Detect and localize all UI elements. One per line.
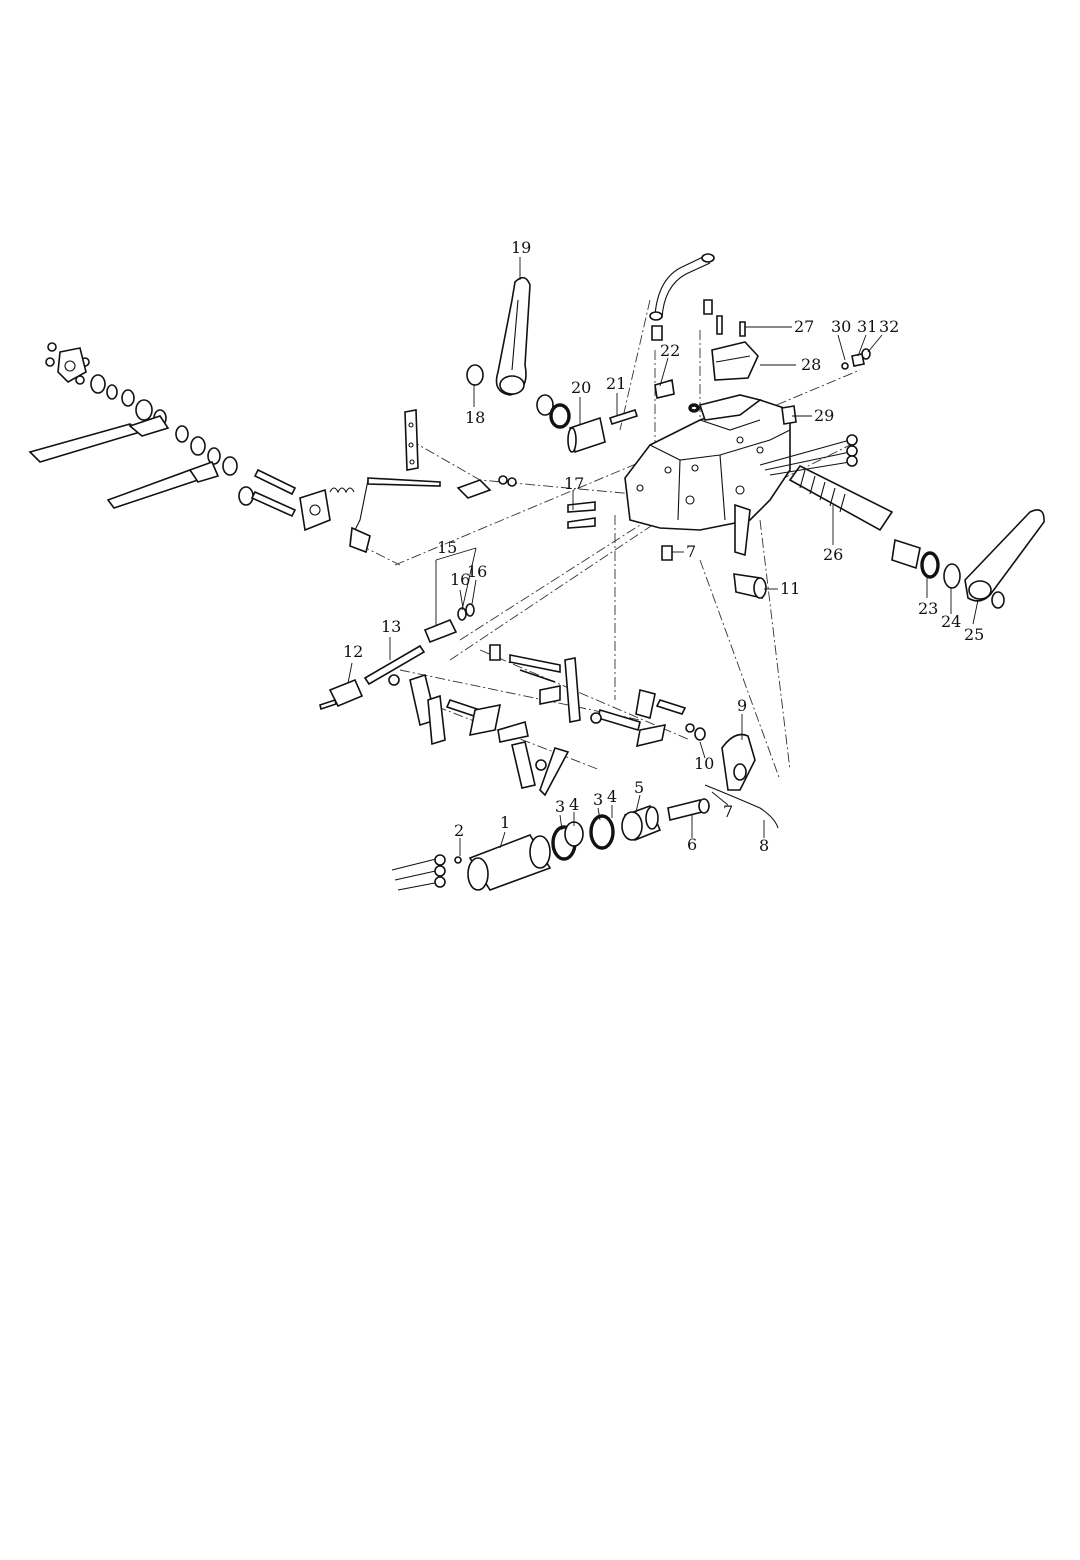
callout-3a: 3 bbox=[555, 797, 565, 816]
lower-linkage-assembly bbox=[389, 645, 705, 795]
callout-8: 8 bbox=[759, 836, 769, 855]
callout-20: 20 bbox=[571, 378, 591, 397]
ram-cylinder-assembly bbox=[392, 799, 709, 890]
lift-arm-left bbox=[467, 278, 605, 452]
callout-28: 28 bbox=[801, 355, 821, 374]
callout-24: 24 bbox=[941, 612, 961, 631]
callout-25: 25 bbox=[964, 625, 984, 644]
callout-17: 17 bbox=[564, 474, 584, 493]
callout-2: 2 bbox=[454, 821, 464, 840]
callout-13: 13 bbox=[381, 617, 401, 636]
callout-31: 31 bbox=[857, 317, 877, 336]
callout-32: 32 bbox=[879, 317, 899, 336]
callout-9: 9 bbox=[737, 696, 747, 715]
callout-30: 30 bbox=[831, 317, 851, 336]
callout-29: 29 bbox=[814, 406, 834, 425]
callout-3b: 3 bbox=[593, 790, 603, 809]
callout-10: 10 bbox=[694, 754, 714, 773]
callout-23: 23 bbox=[918, 599, 938, 618]
callout-18: 18 bbox=[465, 408, 485, 427]
callout-12: 12 bbox=[343, 642, 363, 661]
callout-19: 19 bbox=[511, 238, 531, 257]
quadrant-lever bbox=[705, 735, 778, 829]
callout-4b: 4 bbox=[607, 787, 617, 806]
callout-15: 15 bbox=[437, 538, 457, 557]
callout-6: 6 bbox=[687, 835, 697, 854]
callout-21: 21 bbox=[606, 374, 626, 393]
callout-11: 11 bbox=[780, 579, 800, 598]
callout-16b: 16 bbox=[467, 562, 487, 581]
callout-7a: 7 bbox=[686, 542, 696, 561]
callout-4a: 4 bbox=[569, 795, 579, 814]
callout-1: 1 bbox=[500, 813, 510, 832]
callout-26: 26 bbox=[823, 545, 843, 564]
callout-22: 22 bbox=[660, 341, 680, 360]
left-linkage-assembly bbox=[30, 343, 516, 552]
callout-27: 27 bbox=[794, 317, 814, 336]
callout-7b: 7 bbox=[723, 802, 733, 821]
callout-5: 5 bbox=[634, 778, 644, 797]
cross-shaft-right bbox=[760, 435, 1044, 608]
